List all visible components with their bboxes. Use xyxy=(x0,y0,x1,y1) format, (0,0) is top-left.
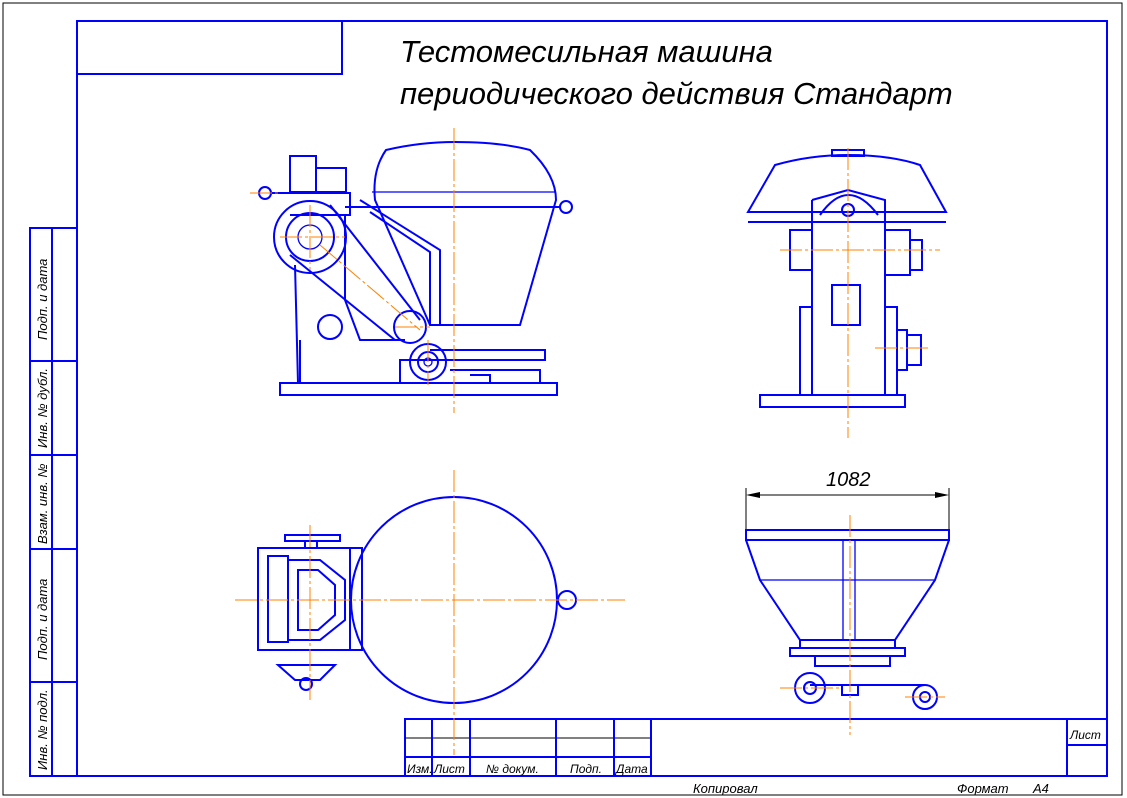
top-view xyxy=(235,470,625,755)
side-label-repl-inv: Взам. инв. № xyxy=(35,464,50,544)
title-line-2: периодического действия Стандарт xyxy=(400,76,953,111)
drawing-frame xyxy=(76,20,1108,777)
header-sheet: Лист xyxy=(433,762,465,776)
side-strip: Подп. и дата Инв. № дубл. Взам. инв. № П… xyxy=(29,227,78,777)
sheet-label: Лист xyxy=(1069,728,1101,742)
header-doc-number: № докум. xyxy=(486,762,539,776)
header-signature: Подп. xyxy=(570,762,602,776)
title-block: Изм. Лист № докум. Подп. Дата Лист Копир… xyxy=(404,718,1108,796)
side-label-dup-inv: Инв. № дубл. xyxy=(35,368,50,448)
format-value: А4 xyxy=(1032,781,1049,796)
copied-label: Копировал xyxy=(693,781,758,796)
front-view xyxy=(250,128,573,413)
header-change: Изм. xyxy=(407,762,433,776)
side-label-orig-inv: Инв. № подл. xyxy=(35,689,50,770)
top-left-box xyxy=(76,20,343,75)
side-label-sign-date-1: Подп. и дата xyxy=(35,259,50,340)
format-label: Формат xyxy=(957,781,1009,796)
bowl-view: 1082 xyxy=(745,469,950,735)
header-date: Дата xyxy=(614,762,648,776)
side-view xyxy=(746,148,948,438)
dimension-width: 1082 xyxy=(826,469,871,491)
side-label-sign-date-2: Подп. и дата xyxy=(35,579,50,660)
title-line-1: Тестомесильная машина xyxy=(400,34,773,69)
